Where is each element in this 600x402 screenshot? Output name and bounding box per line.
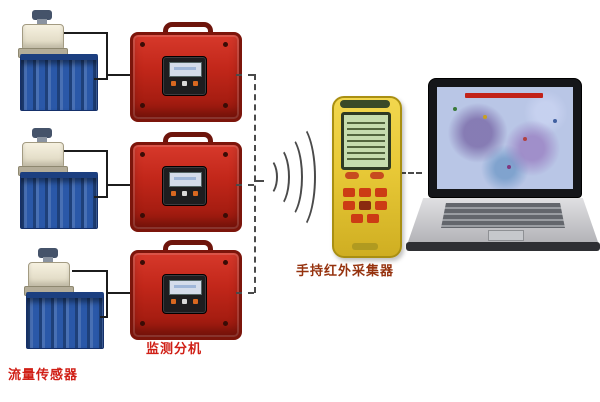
monitor-unit-label: 监测分机 (146, 341, 203, 356)
connector-wire (106, 32, 108, 80)
case-screws (140, 260, 145, 265)
flow-transmitter-icon (16, 128, 68, 176)
panel-buttons (171, 81, 176, 86)
display-title-bar (465, 93, 543, 98)
dashed-link (254, 74, 256, 293)
flow-sensor-group-2 (14, 128, 114, 229)
handheld-label-strip (352, 243, 378, 250)
connector-wire (106, 270, 108, 318)
panel-buttons (171, 299, 176, 304)
sensor-cap (32, 128, 52, 138)
dashed-link (236, 74, 254, 76)
flow-transmitter-icon (22, 248, 74, 296)
sensor-tank-icon (20, 54, 98, 111)
flow-transmitter-icon (16, 10, 68, 58)
laptop-keyboard (441, 203, 565, 228)
handheld-lcd-screen (341, 112, 391, 170)
case-screws (140, 42, 145, 47)
case-body (130, 250, 242, 340)
sensor-body (22, 24, 64, 51)
connector-wire (64, 150, 106, 152)
connector-wire (64, 32, 106, 34)
dashed-link (400, 172, 422, 174)
dashed-link (236, 292, 254, 294)
panel-screen (169, 62, 202, 77)
lcd-text-lines (347, 118, 385, 164)
panel-screen (169, 172, 202, 187)
handheld-collector-label: 手持红外采集器 (296, 263, 395, 278)
handheld-function-buttons (345, 172, 359, 179)
case-body (130, 32, 242, 122)
sensor-tank-icon (26, 292, 104, 349)
laptop-icon (406, 76, 600, 252)
connector-wire (106, 184, 130, 186)
display-content-specks (453, 107, 457, 111)
laptop-screen-bezel (428, 78, 582, 198)
sensor-neck (43, 257, 53, 263)
flow-sensor-label: 流量传感器 (8, 367, 79, 382)
connector-wire (106, 74, 130, 76)
handheld-keypad (343, 188, 355, 197)
connector-wire (94, 196, 106, 198)
case-control-panel (162, 274, 207, 314)
case-control-panel (162, 56, 207, 96)
sensor-cap (38, 248, 58, 258)
sensor-body (28, 262, 70, 289)
panel-screen (169, 280, 202, 295)
sensor-neck (37, 137, 47, 143)
connector-wire (106, 292, 130, 294)
sensor-neck (37, 19, 47, 25)
sensor-body (22, 142, 64, 169)
laptop-front-edge (406, 242, 600, 251)
laptop-touchpad (488, 230, 524, 241)
sensor-cap (32, 10, 52, 20)
monitor-case-2 (130, 132, 242, 232)
monitor-case-1 (130, 22, 242, 122)
connector-wire (94, 78, 106, 80)
case-control-panel (162, 166, 207, 206)
flow-sensor-group-3 (20, 248, 120, 349)
dashed-link (236, 184, 254, 186)
connector-wire (72, 270, 106, 272)
laptop-display (437, 87, 573, 189)
handheld-top-band (340, 100, 390, 108)
flow-sensor-group-1 (14, 10, 114, 111)
case-body (130, 142, 242, 232)
signal-arc (278, 122, 316, 232)
handheld-collector-icon (332, 96, 402, 258)
monitor-case-3 (130, 240, 242, 340)
connector-wire (106, 150, 108, 198)
laptop-base (408, 198, 598, 242)
sensor-tank-icon (20, 172, 98, 229)
connector-wire (100, 316, 106, 318)
case-screws (140, 152, 145, 157)
panel-buttons (171, 191, 176, 196)
